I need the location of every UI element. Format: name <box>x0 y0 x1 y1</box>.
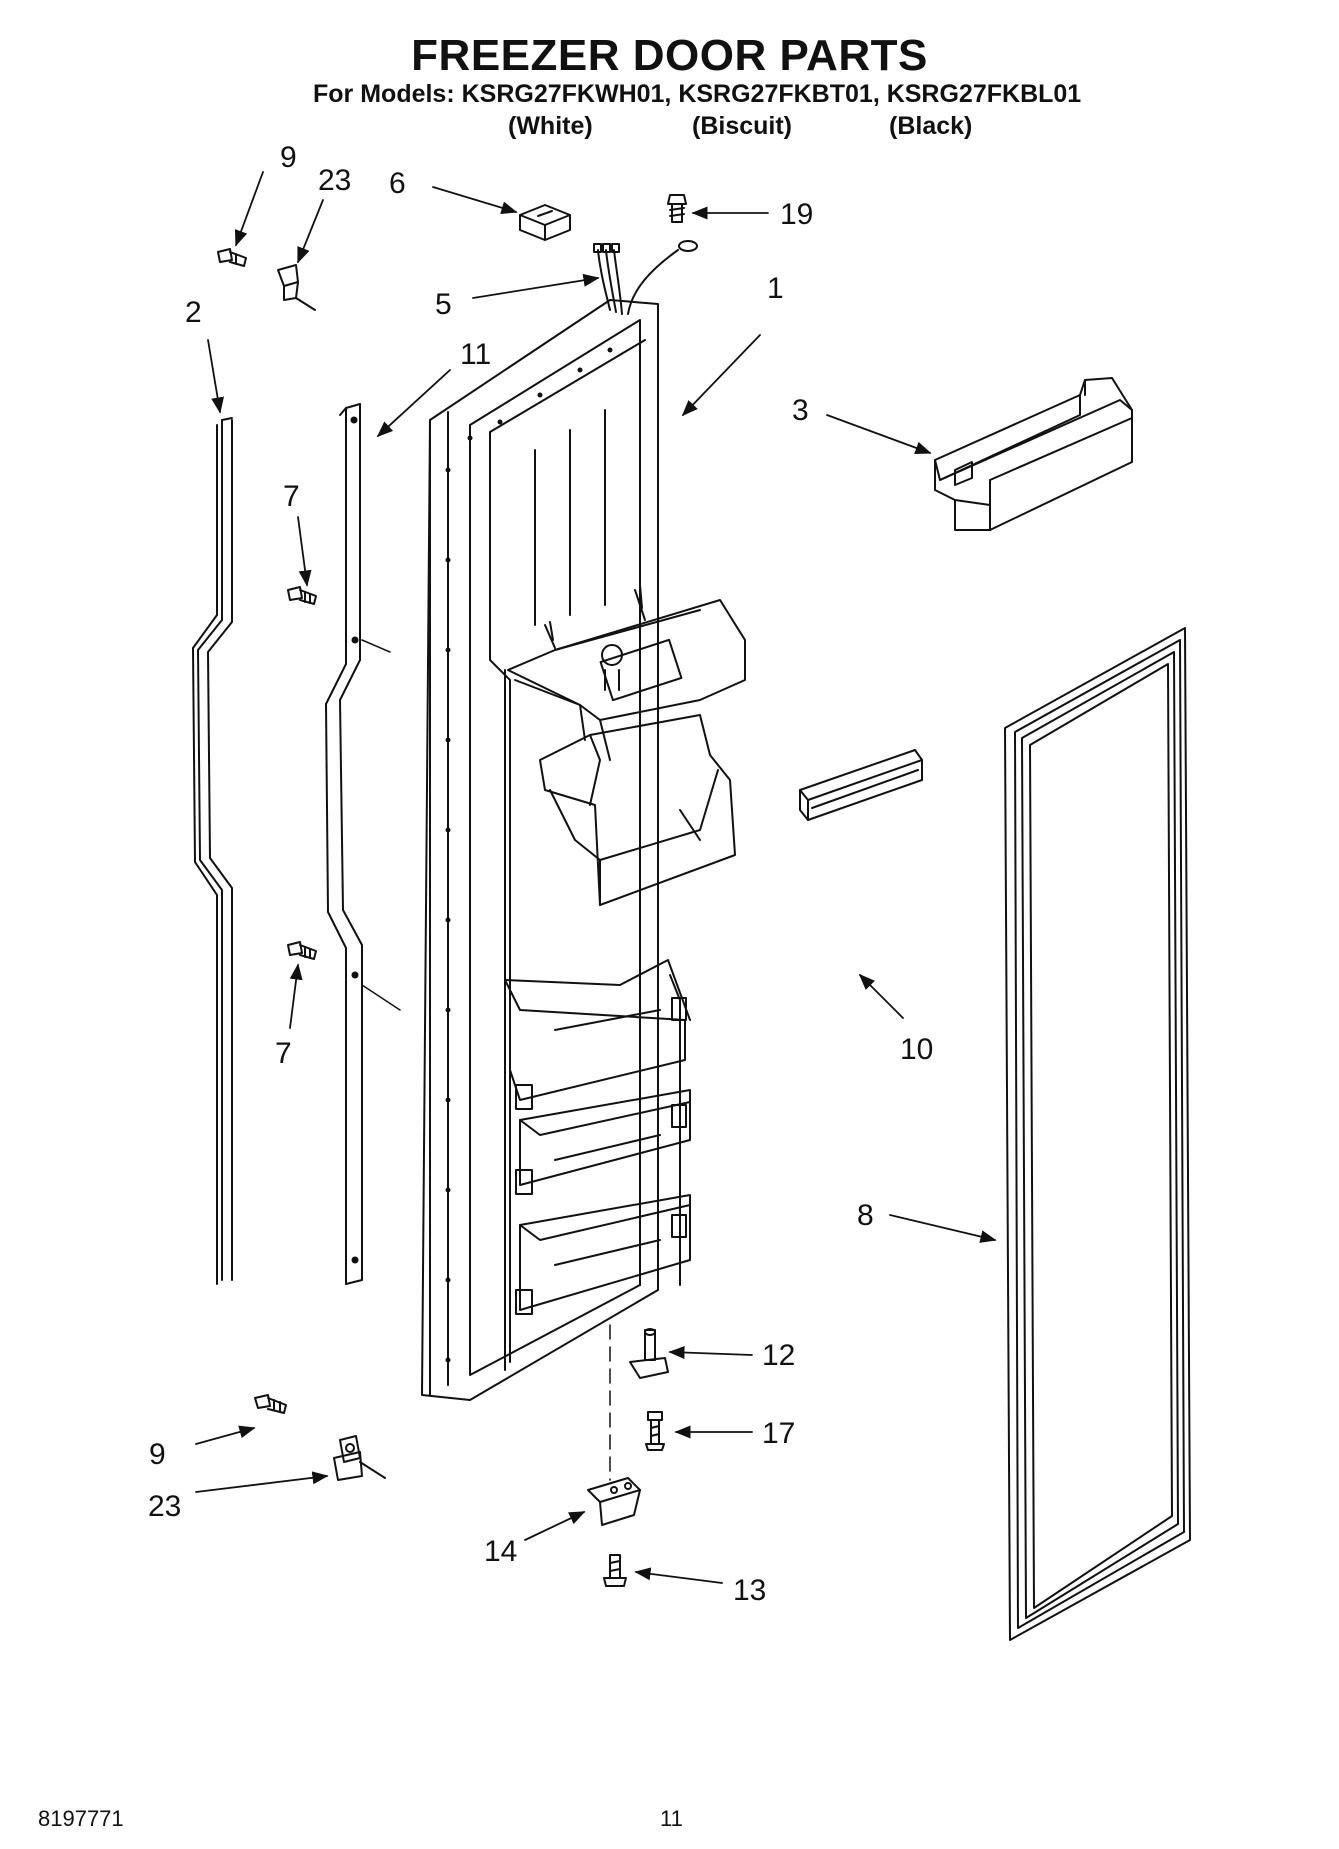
leader-12 <box>668 1346 753 1360</box>
seal-strip-part-2 <box>192 417 233 1285</box>
callout-23-bottom: 23 <box>148 1490 181 1523</box>
leader-9-top <box>234 171 264 247</box>
wire-harness-part-5 <box>593 240 698 315</box>
door-bin-part-3 <box>934 377 1133 531</box>
screw-part-17 <box>645 1411 665 1451</box>
screw-part-7-bottom <box>287 941 317 960</box>
document-number: 8197771 <box>38 1806 124 1831</box>
callout-1: 1 <box>767 272 784 305</box>
variant-black: (Black) <box>889 112 973 140</box>
hinge-rail-part-11 <box>325 403 363 1285</box>
connector-part-6 <box>519 204 571 241</box>
callout-5: 5 <box>435 288 452 321</box>
callout-6: 6 <box>389 167 406 200</box>
callout-9-bottom: 9 <box>149 1438 166 1471</box>
callout-17: 17 <box>762 1417 795 1450</box>
leader-9-bottom <box>195 1425 256 1445</box>
hinge-pin-part-12 <box>629 1328 669 1379</box>
screw-part-19 <box>667 194 687 223</box>
leader-2 <box>207 339 224 414</box>
leader-14 <box>524 1511 586 1541</box>
leader-23-bottom <box>195 1471 329 1493</box>
callout-23-top: 23 <box>318 164 351 197</box>
callout-7-bottom: 7 <box>275 1037 292 1070</box>
page-number: 11 <box>660 1806 683 1831</box>
variant-biscuit: (Biscuit) <box>692 112 792 140</box>
leader-3 <box>826 414 932 455</box>
page-title: FREEZER DOOR PARTS <box>411 31 928 80</box>
leader-6 <box>432 186 518 214</box>
callout-2: 2 <box>185 296 202 329</box>
leader-1 <box>681 334 761 417</box>
channel-part-10 <box>799 749 923 821</box>
screw-part-7-top <box>287 586 317 605</box>
hinge-pin-part-23-top <box>277 264 316 311</box>
leader-11 <box>376 369 451 438</box>
door-gasket-part-8 <box>1004 627 1191 1641</box>
rail-leader-lines <box>361 639 401 1011</box>
callout-7-top: 7 <box>283 480 300 513</box>
screw-part-9-bottom <box>254 1394 287 1414</box>
callout-14: 14 <box>484 1535 517 1568</box>
models-line: For Models: KSRG27FKWH01, KSRG27FKBT01, … <box>313 80 1082 108</box>
leader-13 <box>634 1567 723 1584</box>
leader-7-bottom <box>289 963 303 1029</box>
leader-7-top <box>297 516 312 587</box>
callout-10: 10 <box>900 1033 933 1066</box>
callout-8: 8 <box>857 1199 874 1232</box>
callout-19: 19 <box>780 198 813 231</box>
callout-12: 12 <box>762 1339 795 1372</box>
variant-white: (White) <box>508 112 593 140</box>
bottom-hinge-part-14 <box>587 1477 641 1526</box>
leader-8 <box>889 1214 997 1243</box>
callout-9-top: 9 <box>280 141 297 174</box>
leader-10 <box>858 973 904 1019</box>
screw-part-9-top <box>217 248 247 267</box>
callout-labels: 9 23 6 19 5 2 11 1 3 7 7 10 8 12 17 9 23… <box>148 141 933 1607</box>
callout-11: 11 <box>460 338 491 371</box>
leader-arrows <box>195 171 997 1584</box>
screw-part-13 <box>603 1554 627 1587</box>
hinge-pin-part-23-bottom <box>333 1435 386 1481</box>
leader-5 <box>472 273 600 299</box>
callout-3: 3 <box>792 394 809 427</box>
door-liner-part-1 <box>421 299 746 1401</box>
callout-13: 13 <box>733 1574 766 1607</box>
leader-23-top <box>297 199 324 264</box>
